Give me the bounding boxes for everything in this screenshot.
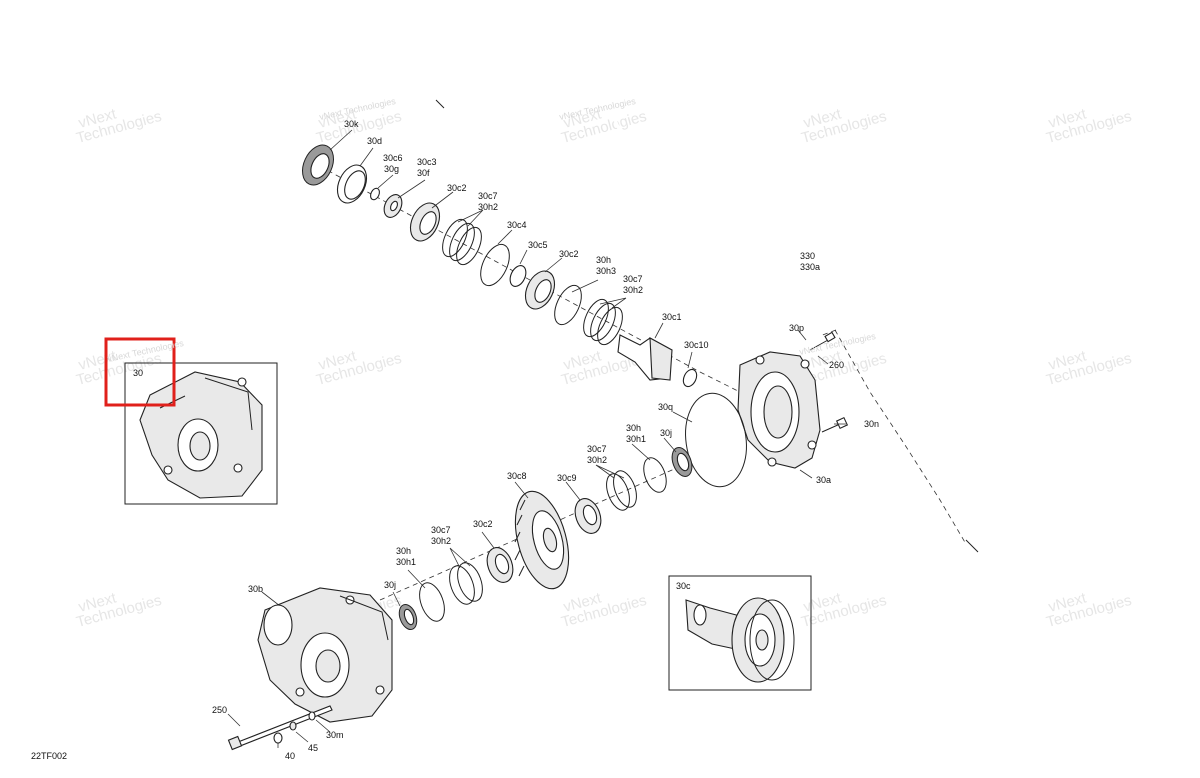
watermark: vNext Technologies bbox=[74, 105, 163, 147]
ring-gear-30c8 bbox=[514, 490, 570, 590]
label-30p: 30p bbox=[789, 323, 804, 333]
housing-30b bbox=[227, 587, 393, 751]
seal-30j-upper bbox=[671, 447, 693, 477]
inset-box-30c bbox=[668, 575, 812, 691]
label-30j: 30j bbox=[660, 428, 672, 438]
shim-30h-lower bbox=[419, 582, 445, 622]
highlight-box bbox=[104, 337, 176, 407]
label-30c10: 30c10 bbox=[684, 340, 709, 350]
pinion-exploded-stack bbox=[302, 144, 701, 388]
label-30c6: 30c6 bbox=[383, 153, 403, 163]
watermark: vNext Technologies bbox=[799, 105, 888, 147]
shims-30c7-upper bbox=[442, 218, 482, 266]
label-45: 45 bbox=[308, 743, 318, 753]
label-30f: 30f bbox=[417, 168, 430, 178]
shims-30c7-mid bbox=[583, 298, 623, 346]
shim-30h bbox=[554, 284, 582, 326]
label-30g: 30g bbox=[384, 164, 399, 174]
label-30c2: 30c2 bbox=[559, 249, 579, 259]
label-30h2: 30h2 bbox=[478, 202, 498, 212]
label-30c1: 30c1 bbox=[662, 312, 682, 322]
leader-lines bbox=[227, 129, 846, 748]
spacer-30c5 bbox=[509, 265, 527, 287]
label-30c5: 30c5 bbox=[528, 240, 548, 250]
label-30c7: 30c7 bbox=[478, 191, 498, 201]
label-250: 250 bbox=[212, 705, 227, 715]
label-30c9: 30c9 bbox=[557, 473, 577, 483]
label-330a: 330a bbox=[800, 262, 820, 272]
label-30c: 30c bbox=[676, 581, 691, 591]
label-30n: 30n bbox=[864, 419, 879, 429]
shims-30c7-lower-right bbox=[606, 470, 637, 511]
label-30h3: 30h3 bbox=[596, 266, 616, 276]
label-30c7: 30c7 bbox=[431, 525, 451, 535]
label-30d: 30d bbox=[367, 136, 382, 146]
pinion-gear-30c1 bbox=[617, 334, 673, 381]
spacer-30c10 bbox=[682, 368, 698, 388]
shims-30c7-lower-left bbox=[449, 562, 483, 605]
seal-30j-lower bbox=[398, 603, 418, 631]
bearing-30c2 bbox=[409, 202, 441, 242]
part-labels: 30k 30d 30c6 30g 30c3 30f 30c2 30c7 30h2… bbox=[133, 119, 879, 761]
breather-hose bbox=[435, 28, 1002, 553]
ring-30c4 bbox=[480, 243, 510, 287]
watermark: vNext Technologies bbox=[314, 347, 403, 389]
label-30c7: 30c7 bbox=[587, 444, 607, 454]
label-30h2: 30h2 bbox=[587, 455, 607, 465]
label-30h: 30h bbox=[596, 255, 611, 265]
bearing-cup-30d bbox=[336, 164, 368, 204]
assembly-inset bbox=[104, 337, 278, 505]
label-30j: 30j bbox=[384, 580, 396, 590]
nut-30f bbox=[383, 194, 403, 218]
label-30h1: 30h1 bbox=[626, 434, 646, 444]
cover-30a bbox=[699, 331, 849, 469]
ring-gear-exploded-stack bbox=[379, 447, 693, 631]
ring-30g bbox=[370, 187, 380, 201]
watermark: vNext Technologies bbox=[1044, 347, 1133, 389]
seal-30k bbox=[302, 144, 334, 186]
watermark: vNext Technologies bbox=[1044, 589, 1133, 631]
label-30h2: 30h2 bbox=[431, 536, 451, 546]
label-30h: 30h bbox=[626, 423, 641, 433]
inset-box bbox=[124, 362, 278, 505]
label-30m: 30m bbox=[326, 730, 344, 740]
label-30a: 30a bbox=[816, 475, 831, 485]
label-330: 330 bbox=[800, 251, 815, 261]
small-watermarks: vNext Technologies vNext Technologies vN… bbox=[106, 96, 877, 364]
bearing-30c2-lower bbox=[486, 547, 514, 583]
watermark: vNext Technologies bbox=[799, 589, 888, 631]
label-30c8: 30c8 bbox=[507, 471, 527, 481]
label-260: 260 bbox=[829, 360, 844, 370]
bearing-30c9 bbox=[574, 498, 602, 534]
label-30h2: 30h2 bbox=[623, 285, 643, 295]
watermark: vNext Technologies bbox=[1044, 105, 1133, 147]
label-30c2: 30c2 bbox=[447, 183, 467, 193]
watermark: vNext Technologies bbox=[559, 589, 648, 631]
label-30h: 30h bbox=[396, 546, 411, 556]
reference-code: 22TF002 bbox=[31, 751, 67, 761]
label-30c7: 30c7 bbox=[623, 274, 643, 284]
watermark: vNext Technologies bbox=[74, 589, 163, 631]
label-30c4: 30c4 bbox=[507, 220, 527, 230]
label-30c3: 30c3 bbox=[417, 157, 437, 167]
gear-set-inset-30c bbox=[668, 575, 812, 691]
label-30q: 30q bbox=[658, 402, 673, 412]
bearing-30c2-b bbox=[524, 270, 556, 310]
label-40: 40 bbox=[285, 751, 295, 761]
label-30: 30 bbox=[133, 368, 143, 378]
shim-30h-upper bbox=[643, 457, 667, 493]
label-30c2: 30c2 bbox=[473, 519, 493, 529]
label-30b: 30b bbox=[248, 584, 263, 594]
label-30k: 30k bbox=[344, 119, 359, 129]
o-ring-30q bbox=[685, 392, 747, 488]
label-30h1: 30h1 bbox=[396, 557, 416, 567]
